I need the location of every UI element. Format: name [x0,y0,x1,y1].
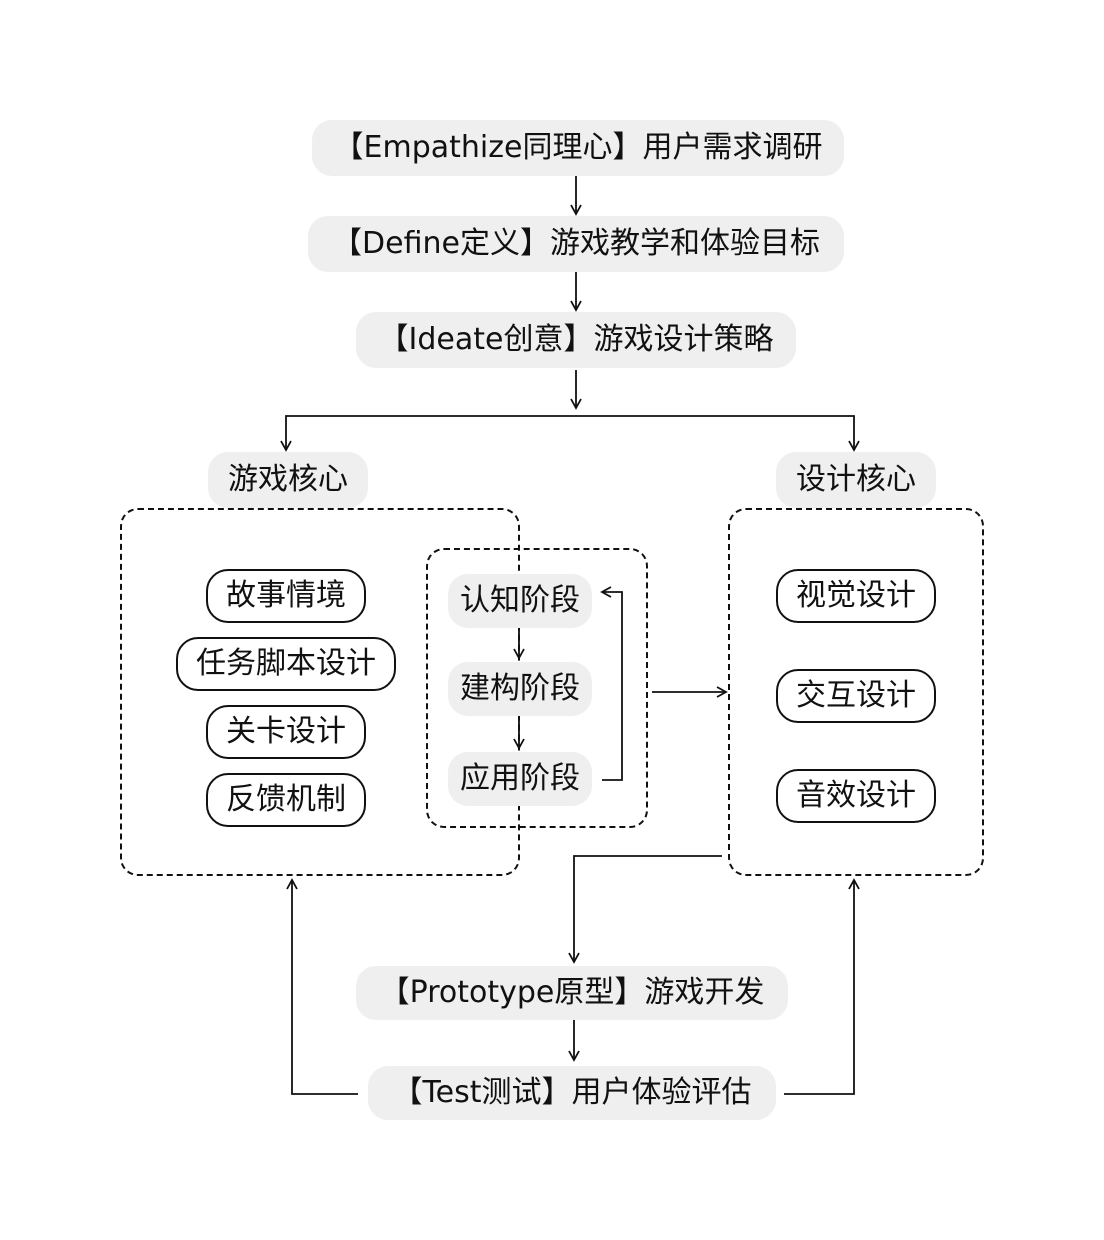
stage-ideate: 【Ideate创意】游戏设计策略 [356,312,796,368]
game-core-title: 游戏核心 [208,452,368,508]
design-core-region [728,508,984,876]
game-core-item-task-script: 任务脚本设计 [176,637,396,691]
branch-to-game-core [280,415,576,452]
stage-test: 【Test测试】用户体验评估 [368,1066,776,1120]
arrow-test-to-design-core [784,878,860,1095]
learning-stage-application: 应用阶段 [448,752,592,806]
learning-stage-cognition: 认知阶段 [448,574,592,628]
game-core-item-feedback: 反馈机制 [206,773,366,827]
design-core-title: 设计核心 [776,452,936,508]
stage-prototype: 【Prototype原型】游戏开发 [356,966,788,1020]
game-core-item-story: 故事情境 [206,569,366,623]
branch-to-design-core [576,415,860,452]
learning-stage-construction: 建构阶段 [448,662,592,716]
arrow-test-to-game-core [286,878,358,1095]
stage-empathize: 【Empathize同理心】用户需求调研 [312,120,844,176]
design-core-item-interaction: 交互设计 [776,669,936,723]
design-core-item-sound: 音效设计 [776,769,936,823]
loop-application-to-cognition [600,586,623,781]
learning-stages-region [426,548,648,828]
stage-define: 【Define定义】游戏教学和体验目标 [308,216,844,272]
game-core-item-level-design: 关卡设计 [206,705,366,759]
design-core-item-visual: 视觉设计 [776,569,936,623]
arrow-design-to-prototype [568,855,722,964]
